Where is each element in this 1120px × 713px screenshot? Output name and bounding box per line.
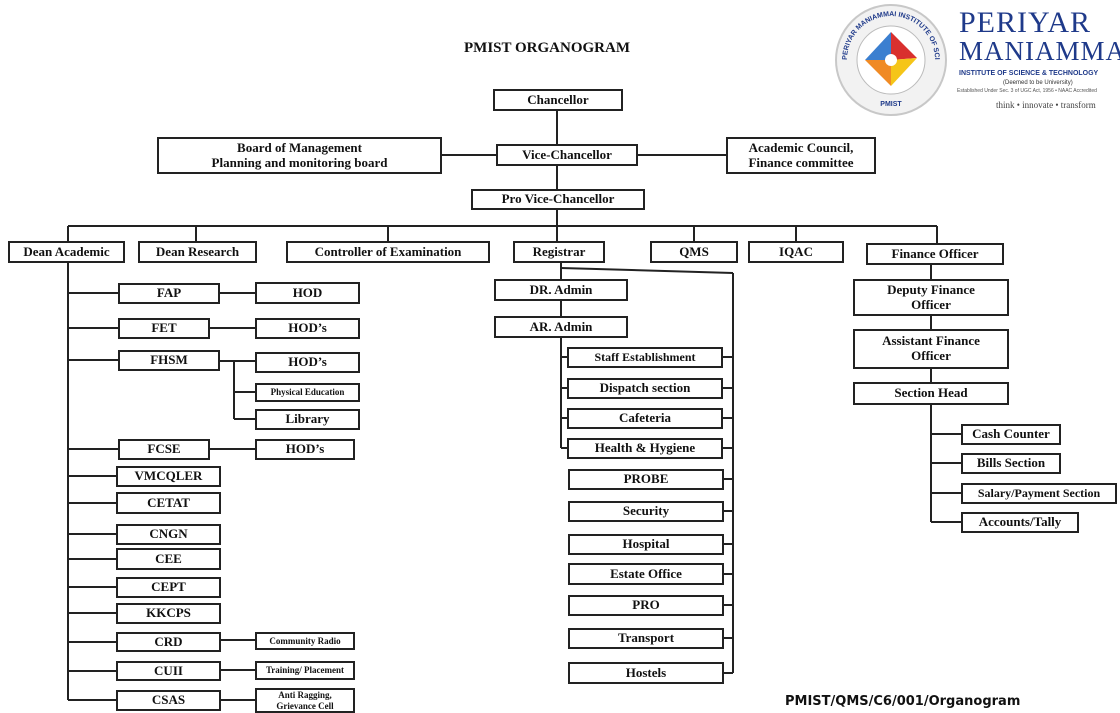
node-cafeteria: Cafeteria xyxy=(567,408,723,429)
node-pro-vice-chancellor: Pro Vice-Chancellor xyxy=(471,189,645,210)
node-dispatch-section: Dispatch section xyxy=(567,378,723,399)
node-vice-chancellor: Vice-Chancellor xyxy=(496,144,638,166)
node-dr-admin: DR. Admin xyxy=(494,279,628,301)
node-fet: FET xyxy=(118,318,210,339)
node-security: Security xyxy=(568,501,724,522)
node-kkcps: KKCPS xyxy=(116,603,221,624)
node-cuii: CUII xyxy=(116,661,221,681)
node-hods-fhsm: HOD’s xyxy=(255,352,360,373)
node-board-of-management: Board of Management Planning and monitor… xyxy=(157,137,442,174)
node-qms: QMS xyxy=(650,241,738,263)
node-assistant-finance-officer: Assistant Finance Officer xyxy=(853,329,1009,369)
node-deputy-finance-officer: Deputy Finance Officer xyxy=(853,279,1009,316)
node-csas: CSAS xyxy=(116,690,221,711)
logo-name-line1: PERIYAR xyxy=(959,6,1092,39)
node-cngn: CNGN xyxy=(116,524,221,545)
node-probe: PROBE xyxy=(568,469,724,490)
logo-tagline: think • innovate • transform xyxy=(996,100,1096,110)
node-pro: PRO xyxy=(568,595,724,616)
node-fcse: FCSE xyxy=(118,439,210,460)
node-dean-academic: Dean Academic xyxy=(8,241,125,263)
logo-subtitle: INSTITUTE OF SCIENCE & TECHNOLOGY xyxy=(959,70,1099,77)
node-dean-research: Dean Research xyxy=(138,241,257,263)
node-salary-payment-section: Salary/Payment Section xyxy=(961,483,1117,504)
node-bills-section: Bills Section xyxy=(961,453,1061,474)
institution-logo: PERIYAR MANIAMMAI INSTITUTE OF SCIENCE &… xyxy=(833,2,1120,122)
node-fap: FAP xyxy=(118,283,220,304)
node-training-placement: Training/ Placement xyxy=(255,661,355,680)
node-fhsm: FHSM xyxy=(118,350,220,371)
node-estate-office: Estate Office xyxy=(568,563,724,585)
node-staff-establishment: Staff Establishment xyxy=(567,347,723,368)
node-hospital: Hospital xyxy=(568,534,724,555)
node-crd: CRD xyxy=(116,632,221,652)
seal-bottom-text: PMIST xyxy=(880,101,902,108)
institution-seal-icon: PERIYAR MANIAMMAI INSTITUTE OF SCIENCE &… xyxy=(833,2,947,116)
node-physical-education: Physical Education xyxy=(255,383,360,402)
node-hod-fap: HOD xyxy=(255,282,360,304)
node-chancellor: Chancellor xyxy=(493,89,623,111)
node-cash-counter: Cash Counter xyxy=(961,424,1061,445)
node-cetat: CETAT xyxy=(116,492,221,514)
node-controller-of-examination: Controller of Examination xyxy=(286,241,490,263)
node-community-radio: Community Radio xyxy=(255,632,355,650)
node-cee: CEE xyxy=(116,548,221,570)
node-health-hygiene: Health & Hygiene xyxy=(567,438,723,459)
page-title: PMIST ORGANOGRAM xyxy=(464,40,630,56)
logo-established: Established Under Sec. 3 of UGC Act, 195… xyxy=(957,88,1097,94)
node-section-head: Section Head xyxy=(853,382,1009,405)
node-vmcqler: VMCQLER xyxy=(116,466,221,487)
node-iqac: IQAC xyxy=(748,241,844,263)
node-library: Library xyxy=(255,409,360,430)
logo-deemed: (Deemed to be University) xyxy=(1003,80,1073,86)
logo-name-line2: MANIAMMAI xyxy=(959,36,1120,66)
node-registrar: Registrar xyxy=(513,241,605,263)
node-hostels: Hostels xyxy=(568,662,724,684)
document-code: PMIST/QMS/C6/001/Organogram xyxy=(785,694,1021,709)
node-ar-admin: AR. Admin xyxy=(494,316,628,338)
node-hods-fcse: HOD’s xyxy=(255,439,355,460)
node-academic-council: Academic Council, Finance committee xyxy=(726,137,876,174)
node-accounts-tally: Accounts/Tally xyxy=(961,512,1079,533)
node-anti-ragging: Anti Ragging, Grievance Cell xyxy=(255,688,355,713)
node-hods-fet: HOD’s xyxy=(255,318,360,339)
node-cept: CEPT xyxy=(116,577,221,598)
node-transport: Transport xyxy=(568,628,724,649)
node-finance-officer: Finance Officer xyxy=(866,243,1004,265)
